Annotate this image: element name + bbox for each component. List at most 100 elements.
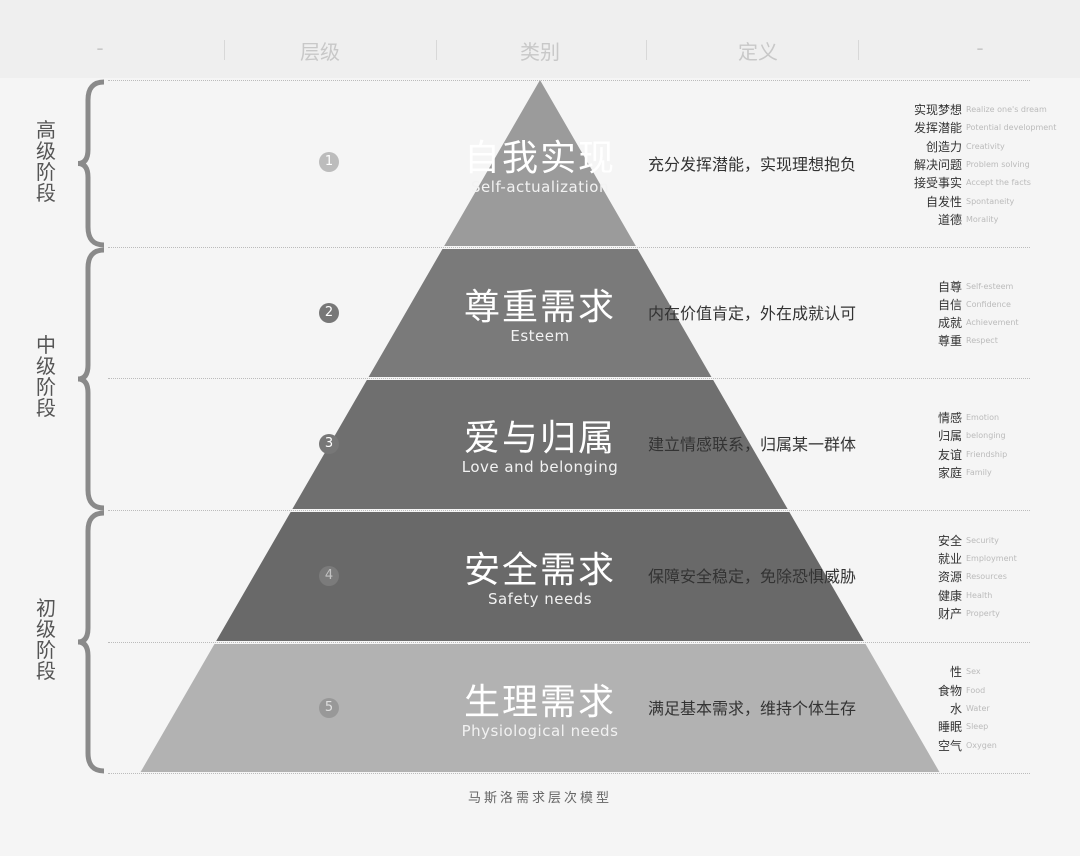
tier-title: 爱与归属 (463, 418, 617, 459)
header-bar (0, 0, 1080, 78)
keyword-en: Security (966, 535, 999, 545)
tier-title: 生理需求 (463, 681, 617, 723)
tier-definition: 保障安全稳定，免除恐惧威胁 (648, 567, 857, 586)
pyramid-tier-3 (292, 380, 788, 509)
keyword-cn: 成就 (937, 316, 962, 331)
keyword-cn: 空气 (937, 738, 962, 753)
keyword-en: Potential development (966, 123, 1057, 133)
dotted-divider (108, 642, 1030, 643)
keyword-en: Property (966, 609, 1000, 619)
keyword-en: Realize one's dream (966, 105, 1047, 115)
keyword-cn: 家庭 (937, 465, 962, 480)
keyword-item: 发挥潜能 Potential development (880, 119, 1070, 137)
tier-subtitle: Safety needs (487, 590, 593, 608)
pyramid-tier-5 (140, 644, 940, 772)
tier-definition: 充分发挥潜能，实现理想抱负 (648, 154, 857, 174)
tier-title: 安全需求 (463, 550, 617, 591)
keyword-cn: 自信 (937, 297, 962, 312)
keyword-cn: 接受事实 (913, 176, 962, 191)
tier-number: 3 (319, 434, 339, 454)
stage-brace (77, 510, 105, 774)
keyword-cn: 自尊 (937, 279, 962, 294)
header-separator (858, 40, 859, 60)
keyword-item: 尊重 Respect (880, 332, 1070, 350)
header-cell: 类别 (520, 40, 560, 64)
keyword-en: Respect (966, 336, 998, 346)
tier-subtitle: Self-actualization (471, 177, 609, 196)
keyword-cn: 实现梦想 (913, 103, 962, 118)
keyword-cn: 归属 (937, 429, 962, 444)
keyword-en: Sleep (966, 722, 989, 732)
pyramid-tier-2 (368, 249, 712, 377)
tier-title: 自我实现 (463, 137, 617, 179)
keyword-item: 食物 Food (880, 681, 1070, 699)
keyword-cn: 就业 (937, 552, 962, 567)
header-cell: 定义 (738, 40, 778, 64)
keyword-cn: 安全 (937, 533, 962, 548)
keyword-item: 归属 belonging (880, 427, 1070, 445)
keyword-en: Health (966, 590, 993, 600)
tier-number: 2 (319, 302, 339, 323)
keyword-en: Problem solving (966, 159, 1030, 169)
keyword-item: 自信 Confidence (880, 295, 1070, 313)
header-cell: - (976, 36, 984, 60)
keyword-en: Friendship (966, 449, 1008, 459)
keyword-list: 实现梦想 Realize one's dream 发挥潜能 Potential dev… (880, 100, 1070, 228)
keyword-en: Oxygen (966, 740, 997, 750)
dotted-divider (108, 378, 1030, 379)
keyword-cn: 创造力 (925, 139, 962, 154)
tier-definition: 建立情感联系，归属某一群体 (648, 435, 857, 454)
stage-brace (77, 79, 105, 248)
tier-subtitle: Esteem (510, 326, 570, 345)
keyword-item: 家庭 Family (880, 463, 1070, 481)
keyword-item: 解决问题 Problem solving (880, 155, 1070, 173)
dotted-divider (108, 773, 1030, 774)
stage-label: 中级阶段 (36, 333, 56, 420)
pyramid-tier-1 (444, 80, 636, 246)
keyword-cn: 财产 (937, 607, 962, 622)
keyword-item: 自尊 Self-esteem (880, 277, 1070, 295)
keyword-en: Accept the facts (966, 178, 1031, 188)
header-cell: 层级 (300, 40, 340, 64)
keyword-cn: 资源 (937, 570, 962, 585)
tier-number: 5 (319, 697, 339, 718)
stage-label: 初级阶段 (36, 596, 56, 683)
header-separator (224, 40, 225, 60)
keyword-en: Employment (966, 554, 1017, 564)
keyword-cn: 自发性 (925, 194, 962, 209)
keyword-cn: 睡眠 (937, 720, 962, 735)
keyword-en: Family (966, 467, 992, 477)
keyword-cn: 水 (949, 701, 962, 716)
keyword-cn: 解决问题 (913, 157, 962, 172)
dotted-divider (108, 247, 1030, 248)
keyword-cn: 发挥潜能 (913, 121, 962, 136)
keyword-en: Self-esteem (966, 281, 1014, 291)
keyword-en: Morality (966, 214, 999, 224)
keyword-item: 财产 Property (880, 604, 1070, 622)
pyramid-tier-4 (216, 512, 864, 641)
keyword-en: belonging (966, 431, 1006, 441)
tier-number: 1 (319, 151, 339, 172)
keyword-en: Confidence (966, 299, 1011, 309)
keyword-cn: 尊重 (937, 334, 962, 349)
tier-subtitle: Physiological needs (461, 721, 619, 740)
header-separator (646, 40, 647, 60)
tier-definition: 内在价值肯定，外在成就认可 (648, 303, 857, 323)
keyword-en: Emotion (966, 413, 1000, 423)
keyword-cn: 食物 (937, 683, 962, 698)
tier-subtitle: Love and belonging (461, 458, 619, 476)
keyword-en: Food (966, 685, 986, 695)
dotted-divider (108, 80, 1030, 81)
